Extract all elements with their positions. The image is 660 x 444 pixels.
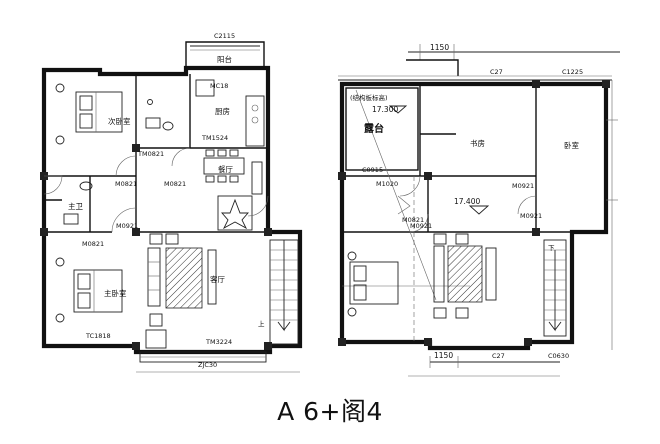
label-tm0821: TM0821 xyxy=(137,150,164,158)
label-dining: 餐厅 xyxy=(218,165,233,174)
label-study: 书房 xyxy=(470,138,485,148)
label-tm1524: TM1524 xyxy=(201,134,228,142)
left-floor-plan xyxy=(40,41,303,373)
label-m0921-a: M0921 xyxy=(512,182,534,190)
label-c0915: C0915 xyxy=(362,166,383,174)
label-dim-1150-bottom: 1150 xyxy=(434,351,453,360)
label-elev-17300: 17.300 xyxy=(372,105,398,114)
label-living: 客厅 xyxy=(210,274,225,284)
label-c27-top: C27 xyxy=(490,68,503,76)
label-m0821: M0821 xyxy=(402,216,424,224)
label-mc18: MC18 xyxy=(210,82,228,90)
label-tm3224: TM3224 xyxy=(205,338,232,346)
label-master-bed: 主卧室 xyxy=(104,288,127,298)
right-plan-labels: 1150 C27 C1225 (结构板标高) 17.300 露台 书房 卧室 C… xyxy=(350,43,583,360)
label-c27-bottom: C27 xyxy=(492,352,505,360)
label-c1225: C1225 xyxy=(562,68,583,76)
label-elev-17400: 17.400 xyxy=(454,197,480,206)
label-m0921-b: M0921 xyxy=(410,222,432,230)
label-tc1818: TC1818 xyxy=(85,332,111,340)
label-kitchen: 厨房 xyxy=(215,106,230,116)
label-m1020: M1020 xyxy=(376,180,398,188)
label-c0630: C0630 xyxy=(548,352,569,360)
left-plan-labels: C2115 阳台 MC18 厨房 次卧室 TM1524 TM0821 餐厅 M0… xyxy=(68,32,265,369)
label-c2115: C2115 xyxy=(214,32,235,40)
label-balcony: 阳台 xyxy=(217,54,232,64)
right-floor-plan xyxy=(338,44,620,377)
label-terrace: 露台 xyxy=(364,122,384,135)
label-m0821-c: M0821 xyxy=(82,240,104,248)
label-struct-elev: (结构板标高) xyxy=(350,93,388,102)
label-up: 上 xyxy=(258,319,265,328)
label-zjc30: ZJC30 xyxy=(198,361,217,369)
label-m0821-b: M0821 xyxy=(164,180,186,188)
label-bedroom2: 次卧室 xyxy=(108,116,131,126)
balcony-outline xyxy=(185,41,265,68)
label-down: 下 xyxy=(548,244,555,252)
label-m0921: M0921 xyxy=(116,222,138,230)
label-m0921-c: M0921 xyxy=(520,212,542,220)
plan-caption: A 6+阁4 xyxy=(277,397,383,426)
label-dim-1150-top: 1150 xyxy=(430,43,449,52)
label-m0821-a: M0821 xyxy=(115,180,137,188)
label-master-bath: 主卫 xyxy=(68,201,83,211)
label-bedroom: 卧室 xyxy=(564,140,579,150)
